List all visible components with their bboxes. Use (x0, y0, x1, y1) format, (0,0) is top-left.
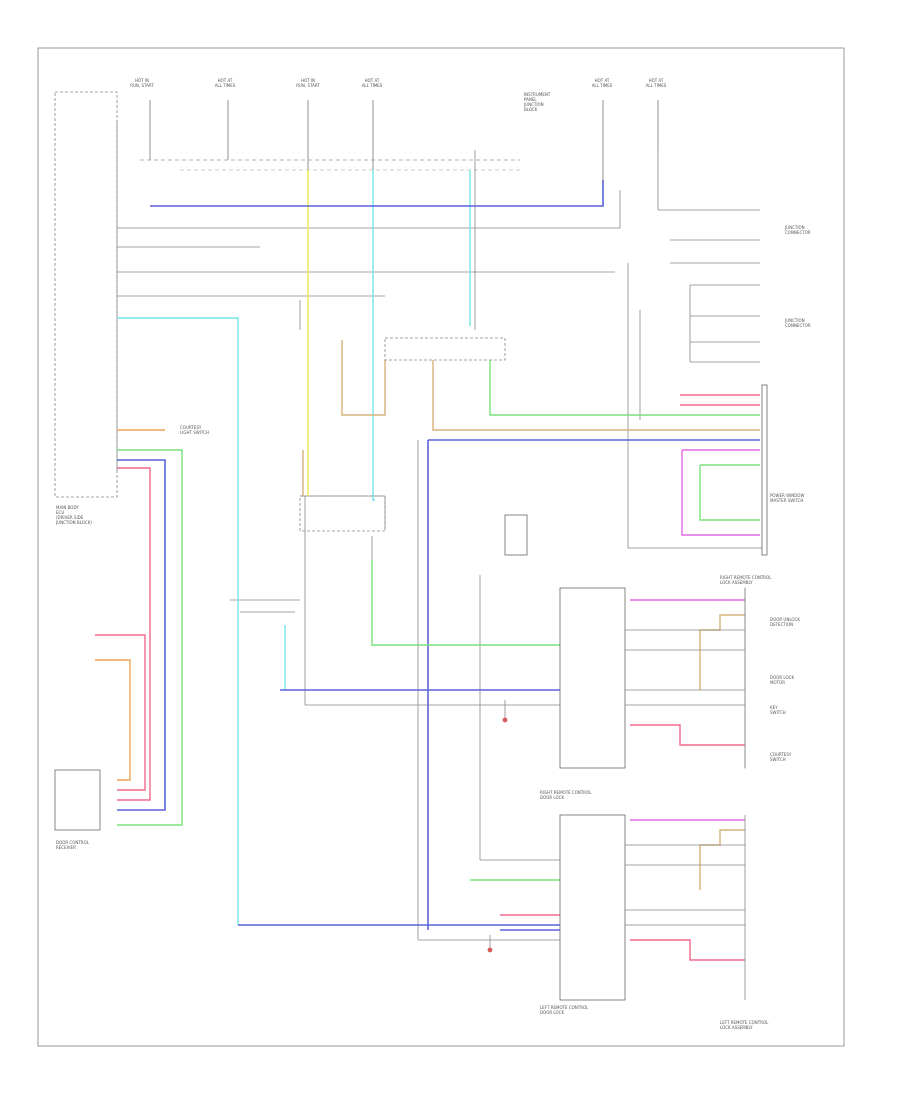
wire-magenta (630, 449, 760, 821)
left-lock-assembly-label: LEFT REMOTE CONTROL LOCK ASSEMBLY (720, 1020, 769, 1030)
courtesy-switch-box (504, 514, 528, 556)
junction-connector-box (299, 495, 386, 532)
courtesy-light-switch-label: COURTESY LIGHT SWITCH (180, 425, 209, 435)
fuse-label-1: HOT IN RUN, START (130, 78, 154, 88)
door-control-receiver-label: DOOR CONTROL RECEIVER (56, 840, 89, 850)
main-body-ecu-label: MAIN BODY ECU (DRIVER SIDE JUNCTION BLOC… (56, 505, 92, 525)
remote-control-receiver-box (54, 769, 101, 831)
fuse-feeds (149, 100, 659, 180)
right-remote-control-label: RIGHT REMOTE CONTROL DOOR LOCK (540, 790, 592, 800)
power-window-master-box (761, 384, 768, 556)
power-window-master-label: POWER WINDOW MASTER SWITCH (770, 493, 805, 503)
fuse-label-2: HOT AT ALL TIMES (214, 78, 236, 88)
wire-light-blue (117, 170, 471, 925)
fuse-label-5: HOT AT ALL TIMES (591, 78, 613, 88)
wire-blue (117, 180, 760, 931)
junction-connector-box-2 (384, 337, 506, 361)
wire-green (117, 360, 760, 881)
diagram-frame (37, 47, 845, 1047)
instrument-panel-label: INSTRUMENT PANEL JUNCTION BLOCK (524, 92, 551, 112)
left-remote-control-label: LEFT REMOTE CONTROL DOOR LOCK (540, 1005, 589, 1015)
courtesy-switch-label: COURTESY SWITCH (770, 752, 792, 762)
door-lock-motor-label: DOOR LOCK MOTOR (770, 675, 795, 685)
wire-orange (95, 429, 165, 781)
door-unlock-detection-label: DOOR UNLOCK DETECTION (770, 617, 800, 627)
door-control-receiver-block (559, 587, 626, 769)
right-lock-assembly-label: RIGHT REMOTE CONTROL LOCK ASSEMBLY (720, 575, 772, 585)
left-lock-block (559, 814, 626, 1001)
key-switch-label: KEY SWITCH (770, 705, 786, 715)
fuse-label-3: HOT IN RUN, START (296, 78, 320, 88)
junction-connector-label-2: JUNCTION CONNECTOR (785, 318, 811, 328)
fuse-label-6: HOT AT ALL TIMES (645, 78, 667, 88)
fuse-label-4: HOT AT ALL TIMES (361, 78, 383, 88)
ground-symbols (487, 717, 508, 953)
wire-pink (95, 394, 760, 961)
junction-connector-label-1: JUNCTION CONNECTOR (785, 225, 811, 235)
main-body-ecu-box (54, 91, 118, 498)
gray-wires (117, 150, 762, 950)
lock-assembly-leads (625, 629, 745, 926)
